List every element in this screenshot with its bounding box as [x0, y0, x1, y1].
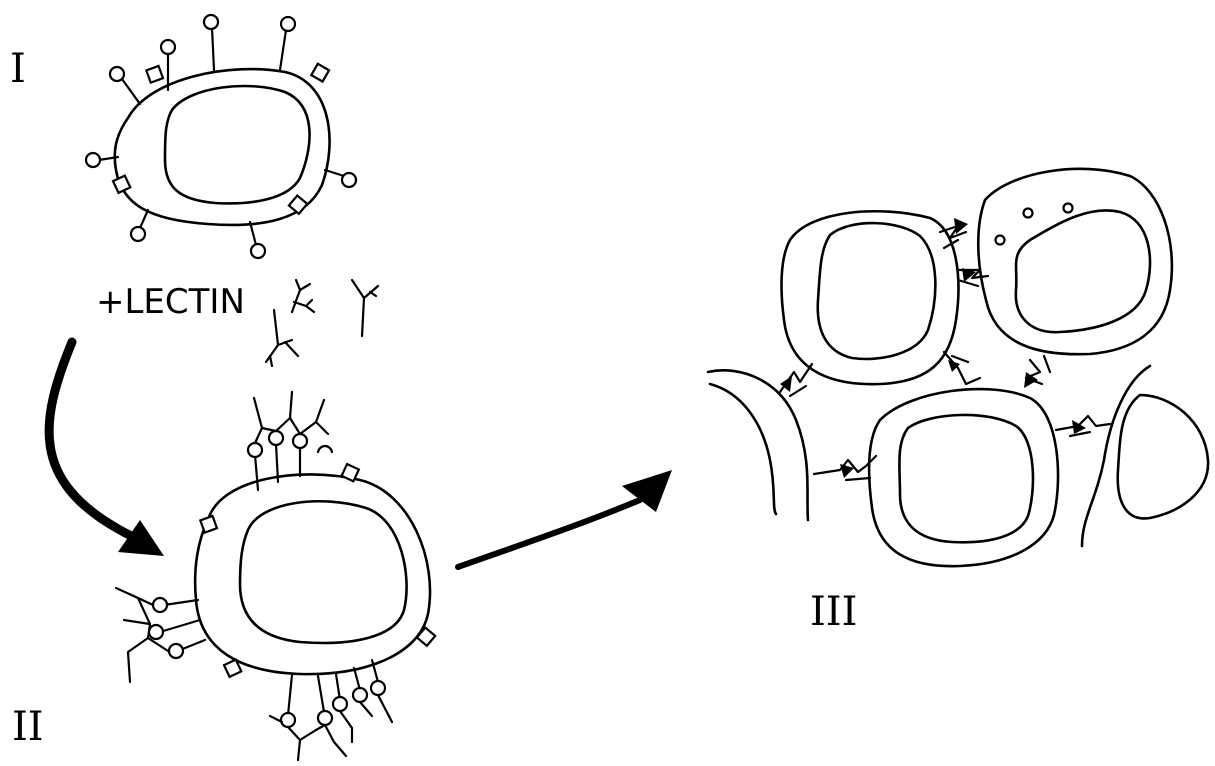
- stage-one-label: I: [10, 46, 26, 92]
- lectin-label: +LECTIN: [96, 282, 245, 322]
- lectin-bridges: [780, 218, 1110, 480]
- glycoprotein-receptors: [86, 15, 356, 258]
- cell-c-nucleus: [899, 415, 1033, 542]
- cell-e-body: [1118, 395, 1208, 518]
- cell-d-membrane: [708, 370, 808, 520]
- stage-one-cell: [86, 15, 356, 258]
- lectin-molecules: [266, 280, 378, 366]
- bound-lectins-left: [116, 588, 205, 682]
- square-receptors: [200, 464, 435, 677]
- bound-lectins-bottom: [270, 660, 392, 760]
- cell-nucleus: [240, 501, 407, 643]
- cell-a-nucleus: [818, 223, 936, 359]
- cell-b-nucleus: [1016, 210, 1150, 332]
- cell-nucleus: [165, 86, 310, 203]
- cell-b-membrane: [978, 169, 1172, 354]
- arrow-stage-two-to-three: [458, 470, 672, 567]
- arrow-stage-one-to-two: [49, 342, 164, 556]
- square-receptors: [113, 64, 329, 214]
- stage-two-cell: [116, 392, 435, 760]
- cell-d-inner: [710, 384, 776, 514]
- cell-membrane: [195, 474, 430, 674]
- stage-two-label: II: [12, 704, 44, 750]
- stage-three-label: III: [810, 589, 857, 635]
